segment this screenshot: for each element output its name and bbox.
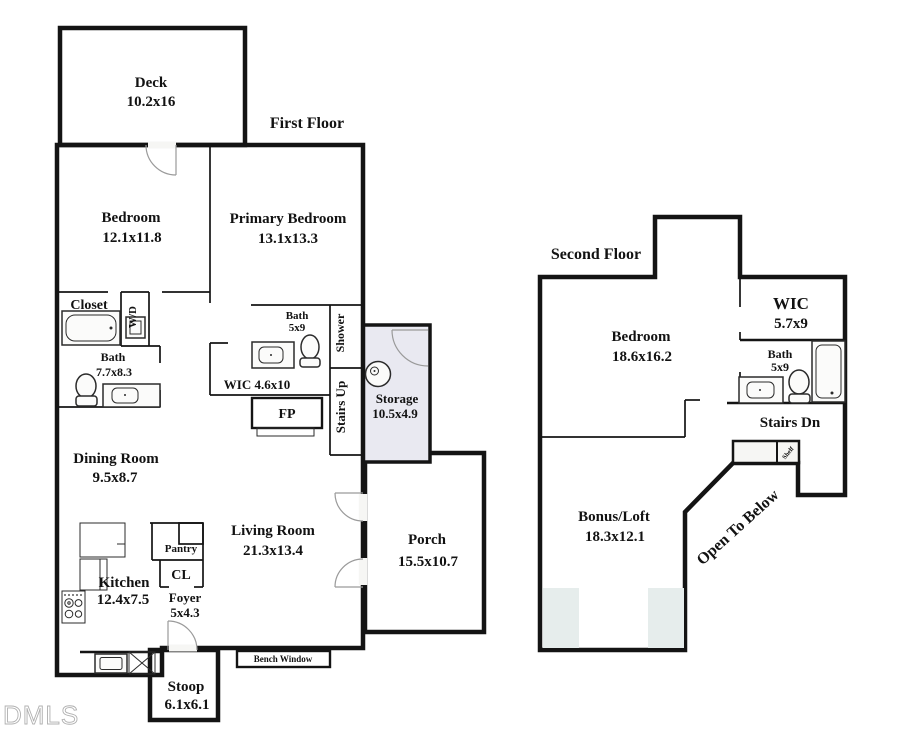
fireplace-icon bbox=[250, 396, 324, 437]
fixtures-second bbox=[738, 340, 846, 404]
dmls-watermark: DMLS bbox=[3, 700, 79, 730]
first-floor-title: First Floor bbox=[270, 115, 344, 132]
door-arc-icon bbox=[334, 558, 364, 588]
bonus-alcove bbox=[648, 588, 684, 648]
bath3-label: Bath bbox=[768, 347, 793, 361]
door-arc-icon bbox=[334, 492, 364, 522]
porch-dims: 15.5x10.7 bbox=[398, 554, 459, 570]
second-floor-title: Second Floor bbox=[551, 246, 641, 263]
open-to-below-label: Open To Below bbox=[694, 486, 783, 569]
shower-label: Shower bbox=[333, 313, 347, 352]
cl-label: CL bbox=[171, 568, 190, 583]
stoop-label: Stoop bbox=[168, 679, 205, 695]
door-gaps-first bbox=[148, 141, 368, 652]
toilet-icon bbox=[788, 369, 811, 404]
fixtures-first bbox=[61, 144, 429, 675]
foyer-label: Foyer bbox=[169, 590, 202, 605]
second-floor-plan: Second Floor Bedroom 18.6x16.2 WIC 5.7x9… bbox=[537, 214, 848, 653]
bedroom2-label: Bedroom bbox=[612, 329, 671, 345]
bathtub-icon bbox=[811, 340, 846, 403]
dishwasher-icon bbox=[128, 651, 156, 675]
bath2-label: Bath bbox=[286, 310, 309, 322]
bathtub-icon bbox=[61, 310, 121, 346]
sink-vanity-icon bbox=[102, 383, 161, 408]
washer-dryer-label: W/D bbox=[127, 306, 139, 328]
storage-dims: 10.5x4.9 bbox=[372, 406, 418, 421]
door-arc-icon bbox=[391, 329, 429, 367]
second-floor-outline bbox=[537, 214, 848, 653]
bedroom-dims: 12.1x11.8 bbox=[102, 230, 161, 246]
dining-label: Dining Room bbox=[73, 451, 159, 467]
storage-label: Storage bbox=[376, 391, 419, 406]
stoop-dims: 6.1x6.1 bbox=[165, 697, 210, 713]
water-heater-icon bbox=[364, 360, 392, 388]
living-label: Living Room bbox=[231, 523, 315, 539]
bath3-dims: 5x9 bbox=[771, 360, 789, 374]
door-arc-icon bbox=[167, 620, 198, 651]
fridge-icon bbox=[79, 558, 108, 591]
labels-first: First Floor Deck 10.2x16 Bedroom 12.1x11… bbox=[70, 75, 458, 713]
bench-window-label: Bench Window bbox=[254, 654, 313, 664]
wic2-label: WIC bbox=[773, 294, 809, 313]
kitchen-label: Kitchen bbox=[99, 575, 150, 591]
deck-label: Deck bbox=[135, 75, 168, 91]
stove-icon bbox=[61, 590, 86, 624]
primary-bedroom-label: Primary Bedroom bbox=[230, 211, 347, 227]
bedroom2-dims: 18.6x16.2 bbox=[612, 349, 672, 365]
closet-label: Closet bbox=[70, 298, 108, 313]
kitchen-sink-icon bbox=[94, 653, 128, 674]
bonus-alcove bbox=[543, 588, 579, 648]
interior-walls-first bbox=[57, 145, 363, 654]
bonus-loft-label: Bonus/Loft bbox=[578, 509, 650, 525]
kitchen-counter-icon bbox=[79, 522, 126, 558]
kitchen-dims: 12.4x7.5 bbox=[97, 592, 150, 608]
bath1-dims: 7.7x8.3 bbox=[96, 365, 132, 379]
washer-icon bbox=[125, 316, 146, 339]
dining-dims: 9.5x8.7 bbox=[93, 470, 139, 486]
sink-vanity-icon bbox=[251, 341, 295, 369]
living-dims: 21.3x13.4 bbox=[243, 543, 304, 559]
wic2-dims: 5.7x9 bbox=[774, 316, 808, 332]
stairs-up-label: Stairs Up bbox=[333, 381, 348, 433]
pantry-label: Pantry bbox=[165, 543, 198, 555]
sink-vanity-icon bbox=[738, 376, 784, 404]
bedroom-label: Bedroom bbox=[102, 210, 161, 226]
first-floor-plan: First Floor Deck 10.2x16 Bedroom 12.1x11… bbox=[54, 25, 487, 723]
porch-label: Porch bbox=[408, 532, 447, 548]
bonus-loft-dims: 18.3x12.1 bbox=[585, 529, 645, 545]
foyer-dims: 5x4.3 bbox=[170, 605, 200, 620]
stairs-dn-label: Stairs Dn bbox=[760, 415, 821, 431]
wic-label: WIC 4.6x10 bbox=[224, 377, 290, 392]
toilet-icon bbox=[75, 373, 98, 407]
primary-bedroom-dims: 13.1x13.3 bbox=[258, 231, 318, 247]
fireplace-label: FP bbox=[278, 407, 296, 422]
bench-window-box bbox=[235, 649, 332, 669]
toilet-icon bbox=[299, 334, 321, 368]
door-arc-icon bbox=[145, 144, 177, 176]
deck-dims: 10.2x16 bbox=[127, 94, 176, 110]
bath1-label: Bath bbox=[101, 350, 126, 364]
shelf-box bbox=[731, 439, 801, 465]
bath2-dims: 5x9 bbox=[289, 322, 306, 334]
